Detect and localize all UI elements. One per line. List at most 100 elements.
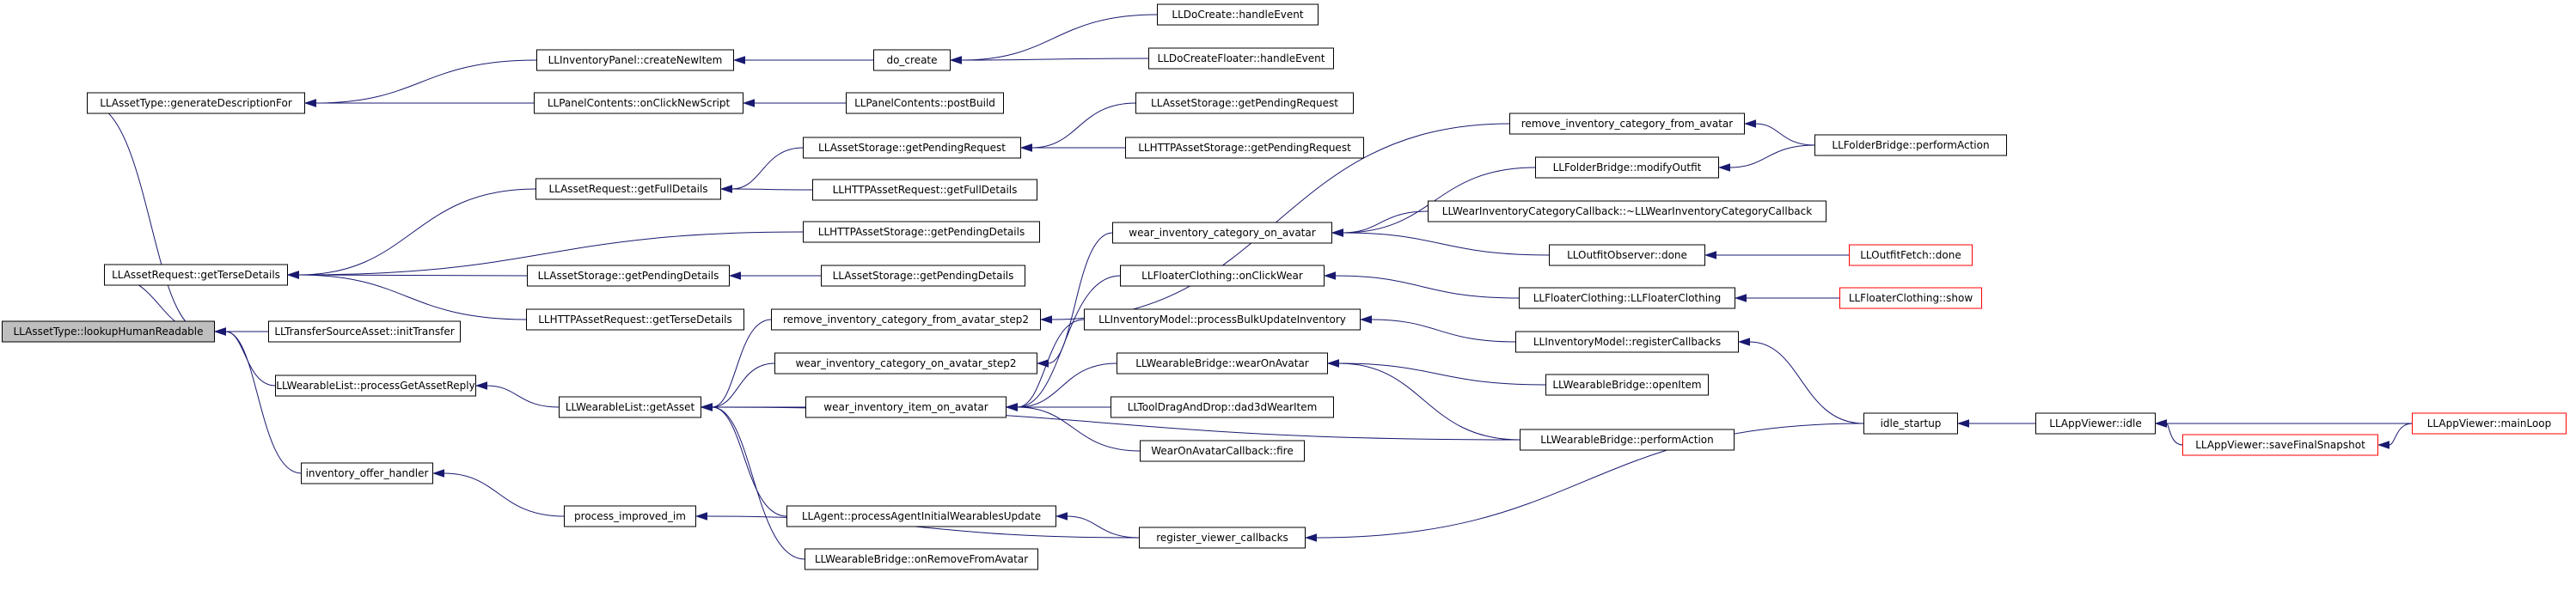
node-getTerse[interactable]: LLAssetRequest::getTerseDetails [104,264,288,286]
node-label: LLFloaterClothing::LLFloaterClothing [1533,292,1722,304]
node-storagePendingRequest2[interactable]: LLAssetStorage::getPendingRequest [1135,92,1354,114]
call-edge [298,274,527,320]
node-agentWearUpdate[interactable]: LLAgent::processAgentInitialWearablesUpd… [786,505,1056,527]
node-bridgeWear[interactable]: LLWearableBridge::wearOnAvatar [1117,352,1328,375]
node-box [805,396,1007,418]
node-floaterClothing[interactable]: LLFloaterClothing::LLFloaterClothing [1519,287,1735,309]
node-label: LLDoCreate::handleEvent [1172,9,1303,21]
node-onClickNewScript[interactable]: LLPanelContents::onClickNewScript [534,92,743,114]
node-wearCbFire[interactable]: WearOnAvatarCallback::fire [1140,440,1305,462]
node-label: LLAppViewer::idle [2049,417,2141,429]
node-registerViewer[interactable]: register_viewer_callbacks [1139,527,1306,549]
arrowhead-icon [949,56,962,64]
node-box [805,548,1038,570]
node-dad3d[interactable]: LLToolDragAndDrop::dad3dWearItem [1111,396,1334,418]
node-floaterOnClickWear[interactable]: LLFloaterClothing::onClickWear [1120,265,1325,287]
node-wearCatStep2[interactable]: wear_inventory_category_on_avatar_step2 [774,352,1037,375]
arrowhead-icon [742,99,755,107]
node-registerCallbacks[interactable]: LLInventoryModel::registerCallbacks [1515,331,1739,353]
node-createNewItem[interactable]: LLInventoryPanel::createNewItem [536,49,734,71]
node-label: LLAssetStorage::getPendingRequest [818,142,1006,154]
call-edge [1343,210,1429,234]
node-label: LLAgent::processAgentInitialWearablesUpd… [802,510,1041,522]
node-box [1863,412,1958,435]
node-outfitDone[interactable]: LLOutfitObserver::done [1549,244,1705,266]
arrowhead-icon [1036,359,1049,368]
node-box [774,352,1037,375]
node-label: LLAppViewer::saveFinalSnapshot [2195,439,2365,451]
call-edge [225,331,302,474]
arrowhead-icon [719,185,732,193]
node-box [1125,137,1364,159]
node-lookup[interactable]: LLAssetType::lookupHumanReadable [2,320,215,343]
node-box [268,320,461,343]
node-postBuild[interactable]: LLPanelContents::postBuild [846,92,1004,114]
node-label: LLAssetStorage::getPendingDetails [833,270,1014,282]
node-label: remove_inventory_category_from_avatar [1521,118,1734,130]
node-httpReqFull[interactable]: LLHTTPAssetRequest::getFullDetails [812,179,1037,201]
node-box [1509,113,1745,135]
node-label: register_viewer_callbacks [1156,532,1288,544]
node-box [1849,244,1973,266]
node-box [534,92,743,114]
node-bridgeRemove[interactable]: LLWearableBridge::onRemoveFromAvatar [805,548,1038,570]
node-appIdle[interactable]: LLAppViewer::idle [2035,412,2156,435]
node-doCreate[interactable]: do_create [873,49,951,71]
node-box [1428,200,1826,222]
node-getAsset[interactable]: LLWearableList::getAsset [559,396,701,418]
node-label: LLWearableBridge::openItem [1552,379,1701,391]
node-label: LLHTTPAssetRequest::getTerseDetails [538,314,732,326]
node-label: LLHTTPAssetRequest::getFullDetails [833,184,1018,196]
node-genDesc[interactable]: LLAssetType::generateDescriptionFor [87,92,305,114]
node-outfitFetchDone[interactable]: LLOutfitFetch::done [1849,244,1973,266]
node-idleStartup[interactable]: idle_startup [1863,412,1958,435]
node-box [526,308,744,331]
node-openItem[interactable]: LLWearableBridge::openItem [1545,374,1709,396]
node-getFullDetails[interactable]: LLAssetRequest::getFullDetails [535,178,721,200]
node-box [1839,287,1982,309]
node-folderPerform[interactable]: LLFolderBridge::performAction [1814,134,2007,156]
node-doCreateFloaterHandle[interactable]: LLDoCreateFloater::handleEvent [1148,47,1334,70]
call-edge [712,319,772,408]
node-removeStep2[interactable]: remove_inventory_category_from_avatar_st… [771,308,1041,331]
call-edge [1343,232,1550,256]
node-bridgePerform[interactable]: LLWearableBridge::performAction [1520,429,1735,451]
node-saveSnapshot[interactable]: LLAppViewer::saveFinalSnapshot [2182,434,2378,456]
node-initTransfer[interactable]: LLTransferSourceAsset::initTransfer [268,320,461,343]
node-box [2035,412,2156,435]
node-modifyOutfit[interactable]: LLFolderBridge::modifyOutfit [1535,156,1719,179]
call-edge [1343,167,1536,234]
arrowhead-icon [700,403,713,411]
node-box [559,396,701,418]
node-procGetAsset[interactable]: LLWearableList::processGetAssetReply [275,375,476,397]
node-httpStoragePendingRequest[interactable]: LLHTTPAssetStorage::getPendingRequest [1125,137,1364,159]
arrowhead-icon [1323,271,1336,280]
node-label: WearOnAvatarCallback::fire [1151,445,1293,457]
node-removeCat[interactable]: remove_inventory_category_from_avatar [1509,113,1745,135]
call-edge [1051,123,1510,320]
call-edge [712,362,775,408]
node-doCreateHandle[interactable]: LLDoCreate::handleEvent [1157,3,1319,26]
node-label: LLPanelContents::onClickNewScript [548,97,731,109]
call-edge [444,472,565,517]
node-wearCatCb[interactable]: LLWearInventoryCategoryCallback::~LLWear… [1428,200,1826,222]
node-mainLoop[interactable]: LLAppViewer::mainLoop [2412,412,2567,435]
node-storagePendingDetails[interactable]: LLAssetStorage::getPendingDetails [527,265,730,287]
node-box [803,221,1040,243]
node-wearCat[interactable]: wear_inventory_category_on_avatar [1112,222,1332,244]
node-floaterShow[interactable]: LLFloaterClothing::show [1839,287,1982,309]
node-httpPendingDetails[interactable]: LLHTTPAssetStorage::getPendingDetails [803,221,1040,243]
arrowhead-icon [1717,163,1730,172]
call-edge [315,59,537,104]
node-label: LLAssetRequest::getTerseDetails [112,269,280,281]
node-storagePendingRequest[interactable]: LLAssetStorage::getPendingRequest [803,137,1021,159]
node-httpReqTerse[interactable]: LLHTTPAssetRequest::getTerseDetails [526,308,744,331]
node-storagePendingDetails2[interactable]: LLAssetStorage::getPendingDetails [821,265,1025,287]
node-label: LLAssetStorage::getPendingRequest [1151,97,1338,109]
arrowhead-icon [1005,403,1018,411]
node-processIm[interactable]: process_improved_im [564,505,696,527]
node-box [1135,92,1354,114]
node-wearItem[interactable]: wear_inventory_item_on_avatar [805,396,1007,418]
node-offerHandler[interactable]: inventory_offer_handler [301,462,433,484]
node-processBulk[interactable]: LLInventoryModel::processBulkUpdateInven… [1084,308,1361,331]
